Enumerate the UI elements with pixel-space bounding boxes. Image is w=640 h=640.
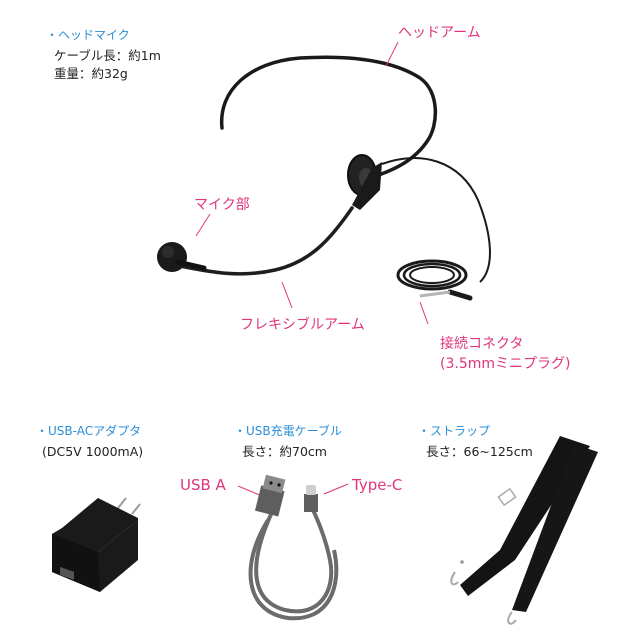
connector-plug-label: (3.5mmミニプラグ)	[440, 356, 571, 372]
usb-a-label: USB A	[180, 476, 226, 494]
callout-connector: 接続コネクタ (3.5mmミニプラグ)	[440, 334, 570, 374]
accessory-strap: ・ストラップ 長さ：66~125cm	[418, 422, 533, 461]
connector-label: 接続コネクタ	[440, 336, 524, 352]
headset-heading: ・ヘッドマイク	[46, 28, 130, 42]
leader-lines	[195, 41, 429, 497]
accessory-cable: ・USB充電ケーブル 長さ：約70cm	[234, 422, 342, 461]
adapter-heading: ・USB-ACアダプタ	[36, 424, 142, 438]
usb-cable-icon	[248, 474, 339, 621]
accessory-adapter: ・USB-ACアダプタ (DC5V 1000mA)	[36, 422, 143, 461]
callout-mic-part: マイク部	[194, 197, 250, 213]
strap-icon	[450, 436, 598, 625]
headset-icon	[157, 55, 491, 301]
strap-heading: ・ストラップ	[418, 424, 491, 438]
adapter-detail: (DC5V 1000mA)	[42, 444, 144, 459]
callout-head-arm: ヘッドアーム	[398, 25, 481, 41]
callout-flexible-arm: フレキシブルアーム	[240, 317, 365, 333]
cable-detail: 長さ：約70cm	[242, 444, 327, 459]
headset-spec: ・ヘッドマイク ケーブル長：約1m 重量：約32g	[46, 26, 161, 83]
weight-spec: 重量：約32g	[54, 66, 128, 81]
cable-length-spec: ケーブル長：約1m	[54, 48, 161, 63]
usb-ac-adapter-icon	[52, 497, 141, 592]
strap-detail: 長さ：66~125cm	[426, 444, 533, 459]
type-c-label: Type-C	[352, 476, 403, 494]
cable-heading: ・USB充電ケーブル	[234, 424, 342, 438]
